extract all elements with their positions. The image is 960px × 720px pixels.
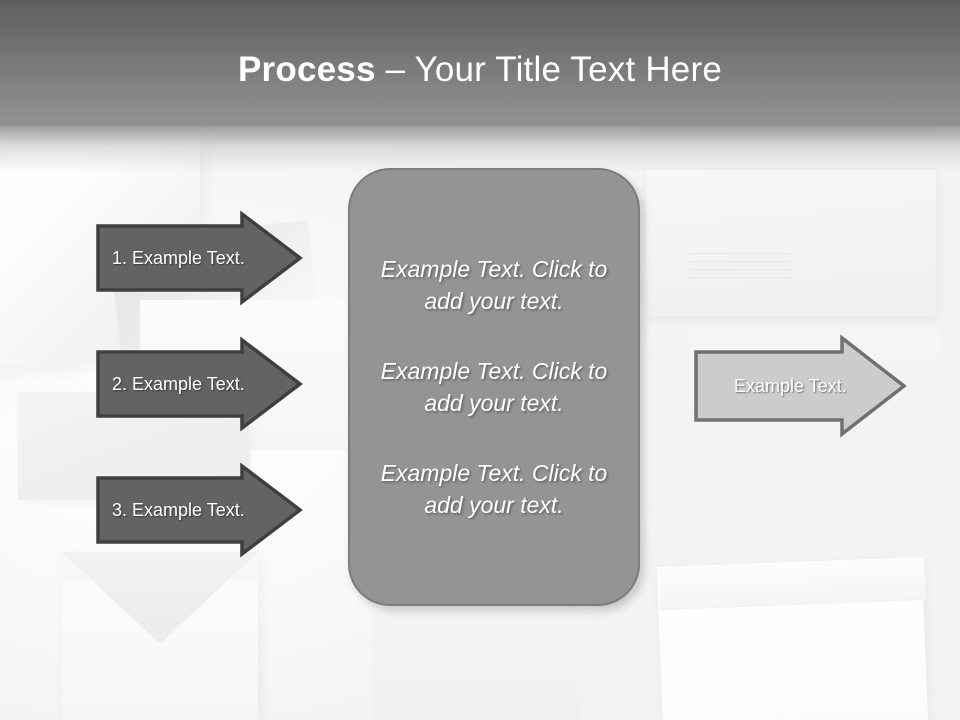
paper-card-bottom-center <box>372 610 582 720</box>
panel-paragraph-2: Example Text. Click to add your text. <box>380 358 608 416</box>
step-arrow-2-label: 2. Example Text. <box>112 373 245 394</box>
step-arrow-2[interactable]: 2. Example Text. <box>96 336 303 432</box>
arrow-right-icon <box>96 210 303 306</box>
content-panel[interactable]: Example Text. Click to add your text. Ex… <box>348 168 640 606</box>
step-arrow-3[interactable]: 3. Example Text. <box>96 462 303 558</box>
step-arrow-1[interactable]: 1. Example Text. <box>96 210 303 306</box>
panel-paragraph-3: Example Text. Click to add your text. <box>380 460 608 518</box>
page-title-rest: – Your Title Text Here <box>375 50 722 89</box>
result-arrow[interactable]: Example Text. <box>694 334 907 438</box>
envelope-with-address <box>646 168 936 316</box>
page-title: Process – Your Title Text Here <box>0 48 960 92</box>
result-arrow-label: Example Text. <box>734 375 847 396</box>
arrow-right-icon <box>96 462 303 558</box>
page-title-bold: Process <box>238 50 376 89</box>
step-arrow-1-label: 1. Example Text. <box>112 247 245 268</box>
title-band <box>0 0 960 126</box>
step-arrow-3-label: 3. Example Text. <box>112 499 245 520</box>
arrow-right-icon <box>694 334 907 438</box>
panel-paragraph-1: Example Text. Click to add your text. <box>380 256 608 314</box>
arrow-right-icon <box>96 336 303 432</box>
address-lines <box>690 253 790 283</box>
